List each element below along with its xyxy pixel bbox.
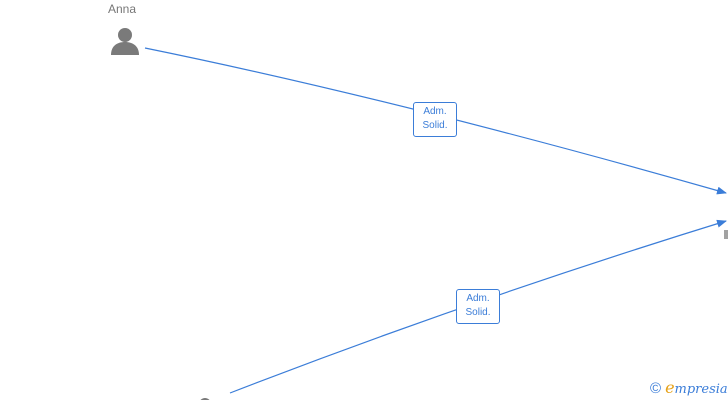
person-icon-anna[interactable] <box>110 26 140 56</box>
edge-label-person2-company[interactable]: Adm. Solid. <box>456 289 500 324</box>
edge-label-line2: Solid. <box>465 307 491 318</box>
brand-logo-e: e <box>665 378 675 397</box>
edge-label-anna-company[interactable]: Adm. Solid. <box>413 102 457 137</box>
empresia-watermark: ©empresia <box>650 378 728 397</box>
edge-label-line2: Solid. <box>422 120 448 131</box>
company-node-edge[interactable] <box>724 230 728 239</box>
person-name-anna[interactable]: Anna <box>108 2 137 16</box>
edge-label-line1: Adm. <box>423 106 447 117</box>
person-icon <box>111 28 139 55</box>
brand-logo-text: mpresia <box>674 382 728 397</box>
copyright-icon: © <box>650 380 662 397</box>
edge-label-line1: Adm. <box>466 293 490 304</box>
